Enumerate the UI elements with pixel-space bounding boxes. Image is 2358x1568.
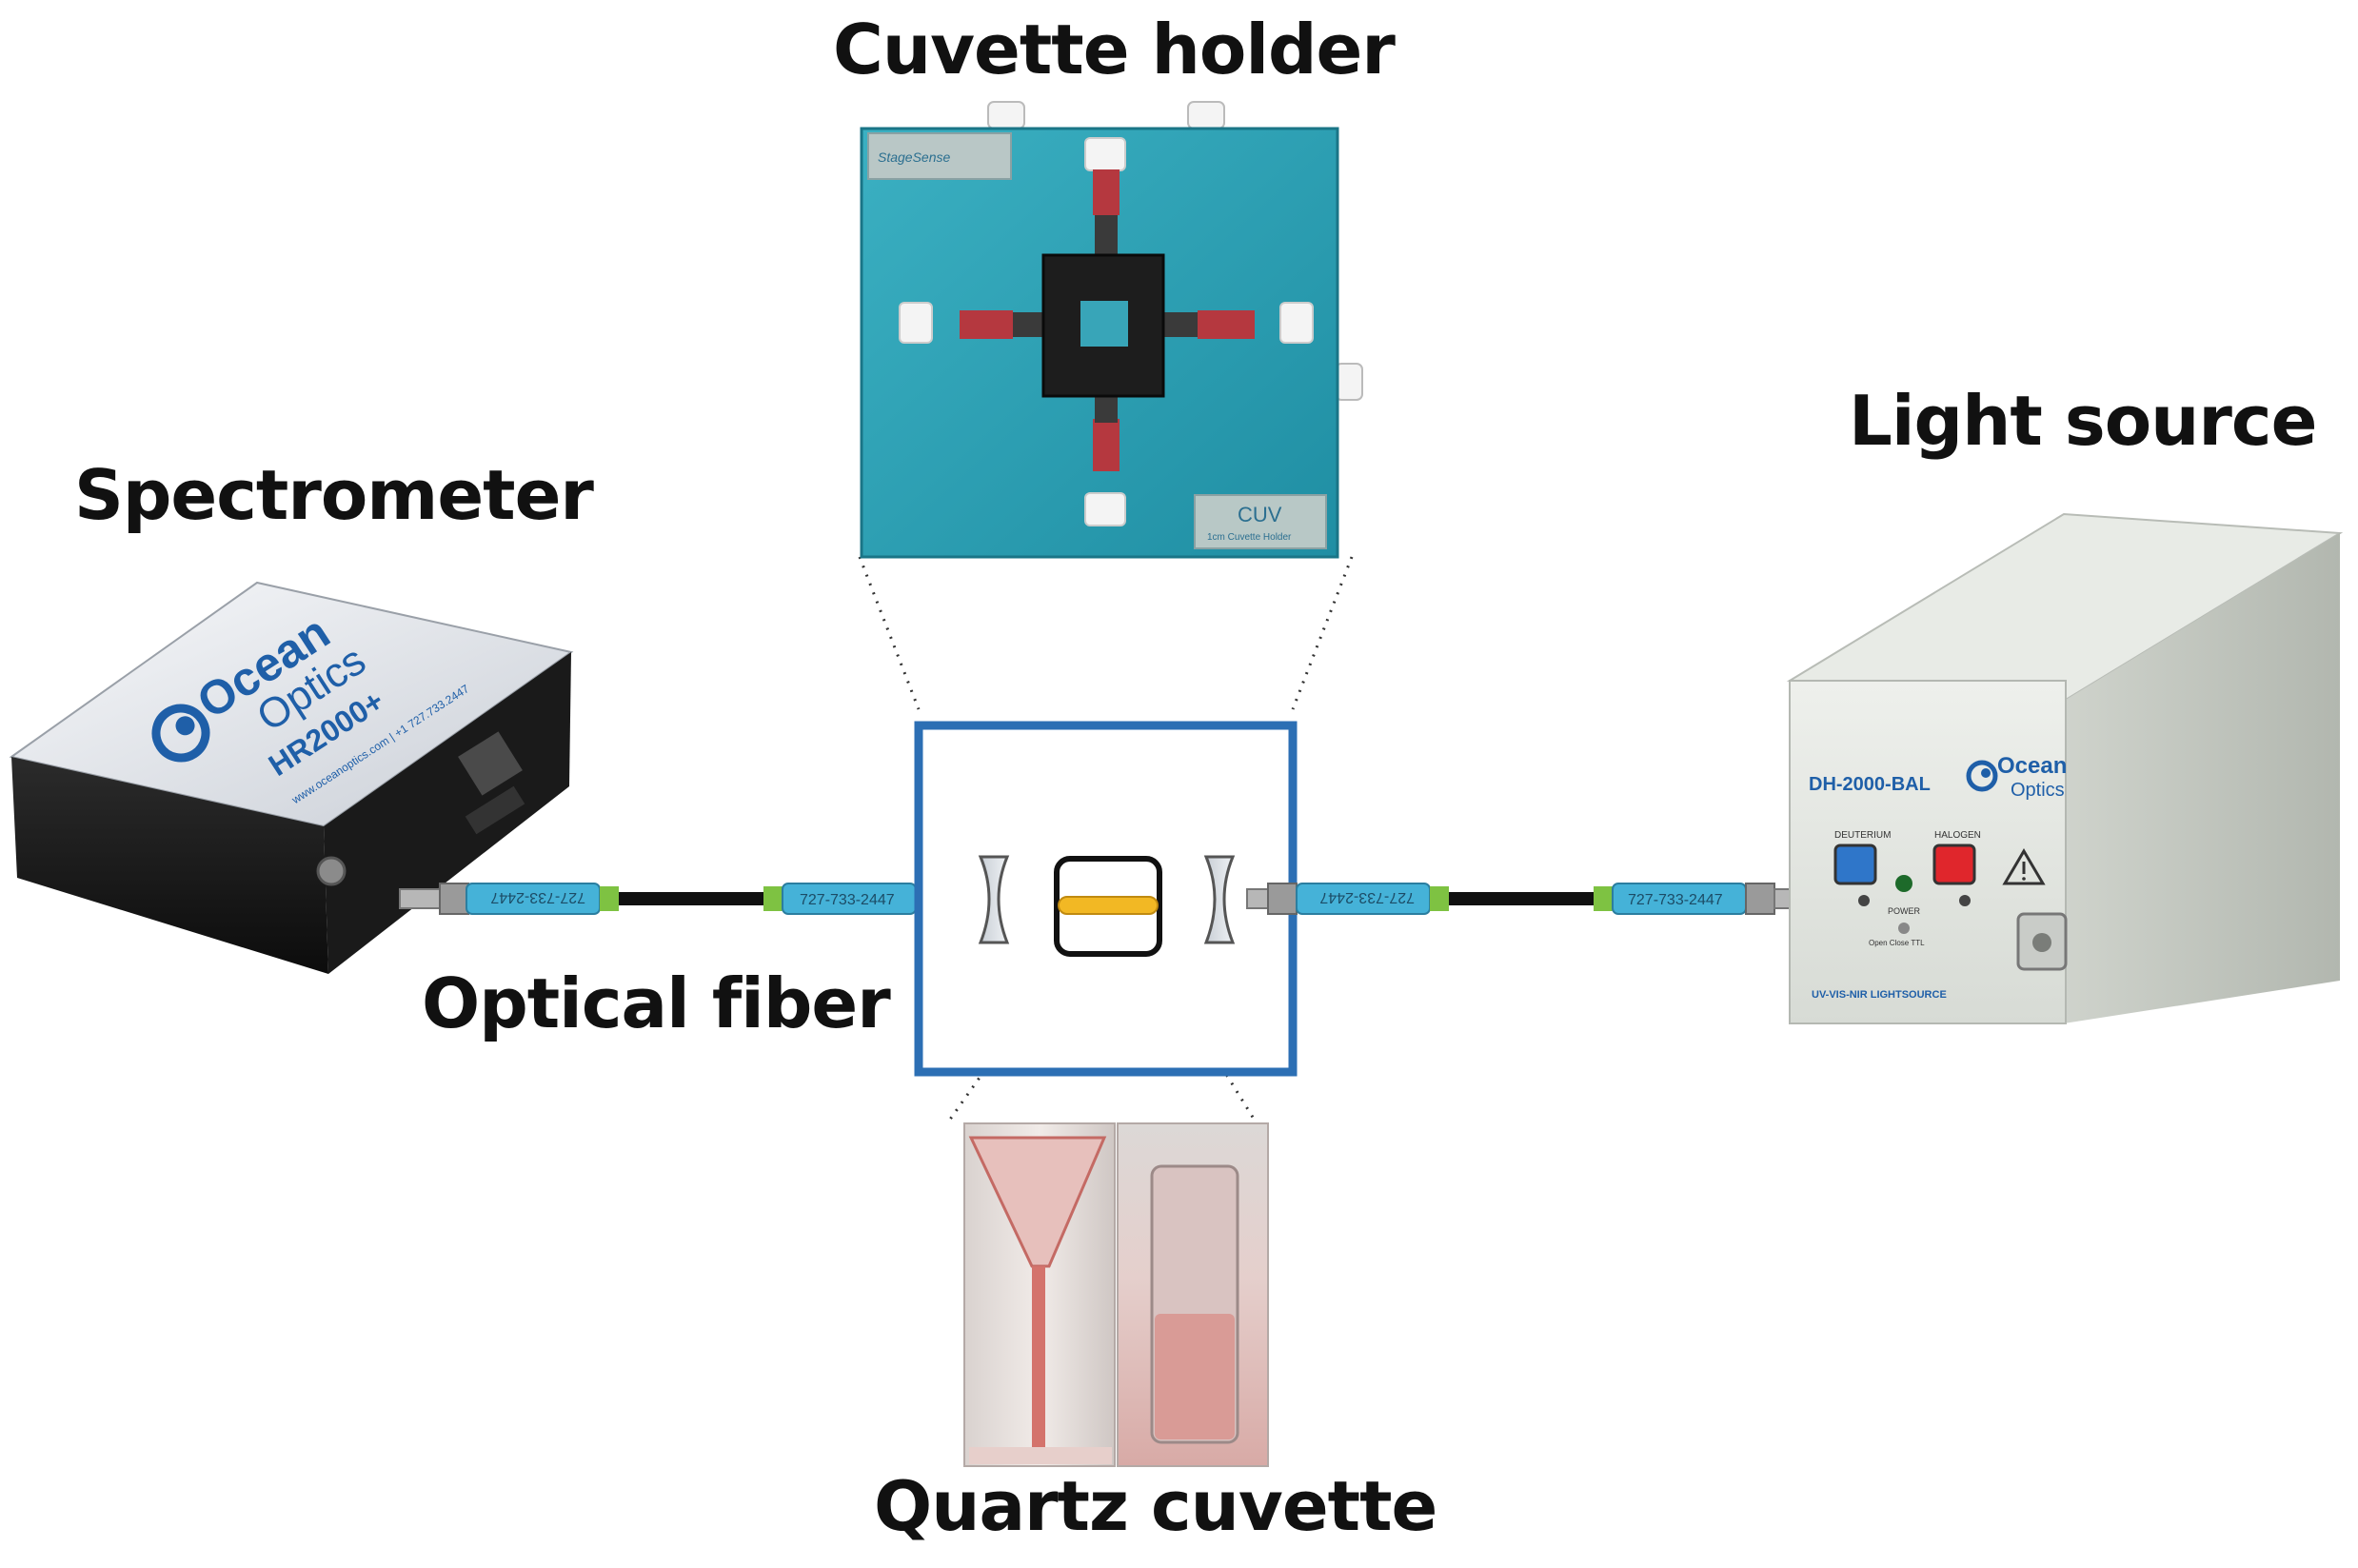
light-source-model: DH-2000-BAL bbox=[1809, 774, 1931, 795]
light-source-label: Light source bbox=[1849, 381, 2317, 461]
deuterium-label: DEUTERIUM bbox=[1834, 830, 1891, 841]
fiber-label-left-1: 727-733-2447 bbox=[490, 889, 585, 905]
cuvette-holder-device: StageSense CUV 1cm Cuvette Holder bbox=[860, 101, 1363, 559]
deuterium-button bbox=[1833, 844, 1877, 885]
usb-port-icon bbox=[458, 731, 523, 796]
optical-fiber-right: 727-733-2447 727-733-2447 bbox=[1246, 883, 1810, 915]
spectrometer-device: Ocean Optics HR2000+ www.oceanoptics.com… bbox=[9, 581, 574, 974]
optical-fiber-label: Optical fiber bbox=[422, 963, 891, 1043]
plate-corner-tag: StageSense bbox=[878, 149, 950, 165]
fiber-label-right-1: 727-733-2447 bbox=[1319, 889, 1415, 905]
brand-text-ls-2: Optics bbox=[2011, 780, 2065, 801]
fiber-label-right-2: 727-733-2447 bbox=[1628, 892, 1723, 908]
halogen-label: HALOGEN bbox=[1934, 830, 1981, 841]
power-label: POWER bbox=[1888, 906, 1921, 916]
zoom-lines-top bbox=[858, 556, 1354, 710]
cuvette-holder-label: Cuvette holder bbox=[833, 10, 1396, 89]
fiber-label-left-2: 727-733-2447 bbox=[800, 892, 895, 908]
optical-fiber-left: 727-733-2447 727-733-2447 bbox=[399, 883, 966, 915]
sample-strip bbox=[1058, 896, 1159, 915]
plate-badge: CUV bbox=[1238, 503, 1282, 526]
brand-text-ls-1: Ocean bbox=[1997, 753, 2067, 779]
fiber-port-icon bbox=[316, 856, 347, 886]
cuvette-holder-schematic bbox=[914, 721, 1298, 1077]
light-source-footer: UV-VIS-NIR LIGHTSOURCE bbox=[1812, 989, 1947, 1001]
quartz-cuvette-photos bbox=[963, 1122, 1269, 1467]
quartz-cuvette-label: Quartz cuvette bbox=[874, 1466, 1437, 1546]
power-led bbox=[1895, 875, 1912, 892]
halogen-button bbox=[1932, 844, 1976, 885]
lens-right bbox=[1203, 855, 1236, 944]
plate-badge-sub: 1cm Cuvette Holder bbox=[1207, 532, 1292, 543]
spectrometer-label: Spectrometer bbox=[74, 455, 594, 535]
lens-left bbox=[978, 855, 1010, 944]
switch-label: Open Close TTL bbox=[1869, 939, 1925, 947]
ocean-optics-logo-light-source: Ocean Optics bbox=[1966, 753, 2067, 801]
warning-triangle-icon bbox=[2002, 848, 2046, 885]
light-source-device: DH-2000-BAL Ocean Optics DEUTERIUM HALOG… bbox=[1786, 512, 2344, 1024]
